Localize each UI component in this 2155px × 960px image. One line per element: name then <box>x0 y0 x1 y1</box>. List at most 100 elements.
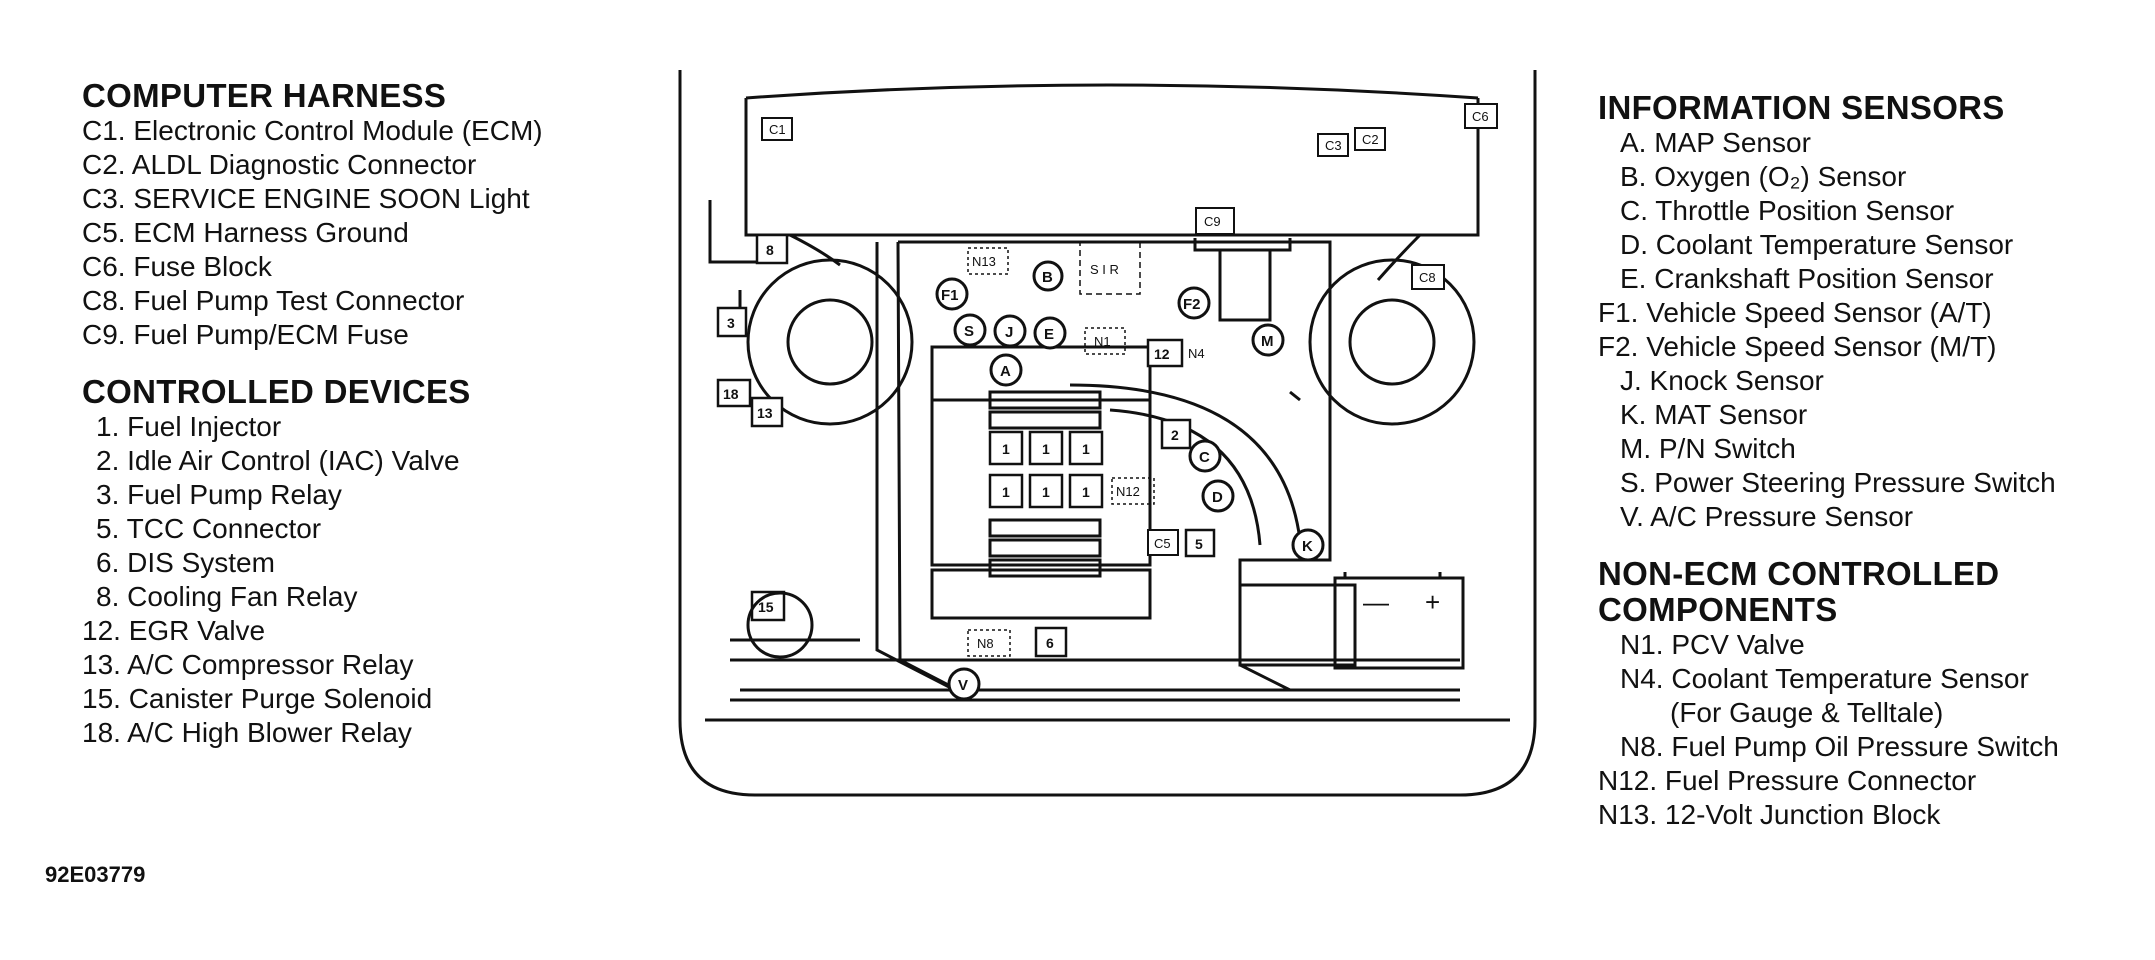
injector-6-box <box>1068 473 1104 509</box>
sensor-m-circle <box>1251 323 1285 357</box>
component-n1-box <box>1084 327 1126 355</box>
sensor-v-label: V <box>958 677 968 694</box>
device-5-label: 5 <box>1195 536 1203 552</box>
legend-item-n4: N4. Coolant Temperature Sensor <box>1620 663 2029 694</box>
battery-minus-label: — <box>1363 587 1389 617</box>
figure-code: 92E03779 <box>45 862 146 887</box>
sensor-k-circle <box>1291 528 1325 562</box>
legend-item-6: 6. DIS System <box>96 547 275 578</box>
device-8-box <box>755 233 789 265</box>
legend-item-k: K. MAT Sensor <box>1620 399 1808 430</box>
connector-c1-box <box>761 117 793 141</box>
legend-item-c9: C9. Fuel Pump/ECM Fuse <box>82 319 409 350</box>
legend-item-n13: N13. 12-Volt Junction Block <box>1598 799 1941 830</box>
device-18-box <box>716 378 752 408</box>
sensor-k-label: K <box>1302 538 1313 555</box>
injector-2-box <box>1028 430 1064 466</box>
injector-4-box <box>988 473 1024 509</box>
sensor-e-circle <box>1033 316 1067 350</box>
legend-item-n1: N1. PCV Valve <box>1620 629 1805 660</box>
legend-item-m: M. P/N Switch <box>1620 433 1796 464</box>
legend-item-c3: C3. SERVICE ENGINE SOON Light <box>82 183 530 214</box>
component-n4-label: N4 <box>1188 346 1205 361</box>
device-6-label: 6 <box>1046 635 1054 651</box>
legend-item-c6: C6. Fuse Block <box>82 251 272 282</box>
sensor-f1-circle <box>935 277 969 311</box>
sensor-e-label: E <box>1044 326 1054 343</box>
injector-5-label: 1 <box>1042 484 1050 500</box>
computer-harness-heading: COMPUTER HARNESS <box>82 77 447 114</box>
legend-item-18: 18. A/C High Blower Relay <box>82 717 412 748</box>
connector-c8-label: C8 <box>1419 270 1436 285</box>
injector-3-box <box>1068 430 1104 466</box>
legend-item-13: 13. A/C Compressor Relay <box>82 649 414 680</box>
connector-c1-label: C1 <box>769 122 786 137</box>
device-3-box <box>716 306 748 338</box>
legend-item-12: 12. EGR Valve <box>82 615 266 646</box>
sir-module-box <box>1079 241 1141 295</box>
component-n13-label: N13 <box>972 254 996 269</box>
information-sensors-heading: INFORMATION SENSORS <box>1598 89 2005 126</box>
sensor-j-label: J <box>1005 324 1013 341</box>
device-15-label: 15 <box>758 599 774 615</box>
sensor-v-circle <box>947 667 981 701</box>
engine-block <box>875 238 1332 692</box>
battery-plus-label: + <box>1425 587 1440 617</box>
legend-item-2: 2. Idle Air Control (IAC) Valve <box>96 445 460 476</box>
injector-5-box <box>1028 473 1064 509</box>
connector-c6-box <box>1464 103 1498 129</box>
connector-c3-box <box>1317 133 1349 157</box>
injector-4-label: 1 <box>1002 484 1010 500</box>
connector-c9-box <box>1195 207 1235 235</box>
injector-1-box <box>988 430 1024 466</box>
device-15-box <box>750 590 786 622</box>
left-wheel <box>738 258 914 426</box>
left-legend: COMPUTER HARNESS C1. Electronic Control … <box>82 78 543 750</box>
device-13-box <box>750 396 784 428</box>
sensor-s-circle <box>953 313 987 347</box>
sensor-d-circle <box>1201 479 1235 513</box>
device-3-label: 3 <box>727 315 735 331</box>
legend-item-c5: C5. ECM Harness Ground <box>82 217 409 248</box>
connector-c5-label: C5 <box>1154 536 1171 551</box>
legend-item-f1: F1. Vehicle Speed Sensor (A/T) <box>1598 297 1992 328</box>
legend-item-v: V. A/C Pressure Sensor <box>1620 501 1914 532</box>
sensor-c-circle <box>1188 439 1222 473</box>
legend-item-e: E. Crankshaft Position Sensor <box>1620 263 1994 294</box>
device-18-label: 18 <box>723 386 739 402</box>
component-n8-box <box>967 629 1011 657</box>
device-13-label: 13 <box>757 405 773 421</box>
legend-item-c2: C2. ALDL Diagnostic Connector <box>82 149 477 180</box>
legend-item-c: C. Throttle Position Sensor <box>1620 195 1955 226</box>
connector-c8-box <box>1411 264 1445 290</box>
legend-item-1: 1. Fuel Injector <box>96 411 282 442</box>
battery-icon <box>1238 572 1465 670</box>
sensor-j-circle <box>993 314 1027 348</box>
legend-item-5: 5. TCC Connector <box>96 513 322 544</box>
injector-1-label: 1 <box>1002 441 1010 457</box>
sensor-a-label: A <box>1000 363 1011 380</box>
vehicle-body-outline <box>678 70 1537 797</box>
canister-purge-solenoid <box>746 591 814 659</box>
connector-c9-label: C9 <box>1204 214 1221 229</box>
connector-c6-label: C6 <box>1472 109 1489 124</box>
legend-item-15: 15. Canister Purge Solenoid <box>82 683 433 714</box>
sensor-m-label: M <box>1261 333 1274 350</box>
connector-c2-box <box>1354 127 1386 151</box>
legend-item-8: 8. Cooling Fan Relay <box>96 581 358 612</box>
sensor-d-label: D <box>1212 489 1223 506</box>
legend-item-d: D. Coolant Temperature Sensor <box>1620 229 2014 260</box>
sensor-a-circle <box>989 353 1023 387</box>
sensor-f1-label: F1 <box>941 287 959 304</box>
component-n12-box <box>1111 477 1155 505</box>
legend-item-a: A. MAP Sensor <box>1620 127 1811 158</box>
legend-item-n8: N8. Fuel Pump Oil Pressure Switch <box>1620 731 2059 762</box>
injector-6-label: 1 <box>1082 484 1090 500</box>
sensor-b-label: B <box>1042 269 1053 286</box>
legend-item-f2: F2. Vehicle Speed Sensor (M/T) <box>1598 331 1997 362</box>
component-n13-box <box>967 247 1009 275</box>
connector-c2-label: C2 <box>1362 132 1379 147</box>
right-legend: INFORMATION SENSORS A. MAP Sensor B. Oxy… <box>1598 90 2118 832</box>
controlled-devices-heading: CONTROLLED DEVICES <box>82 373 471 410</box>
